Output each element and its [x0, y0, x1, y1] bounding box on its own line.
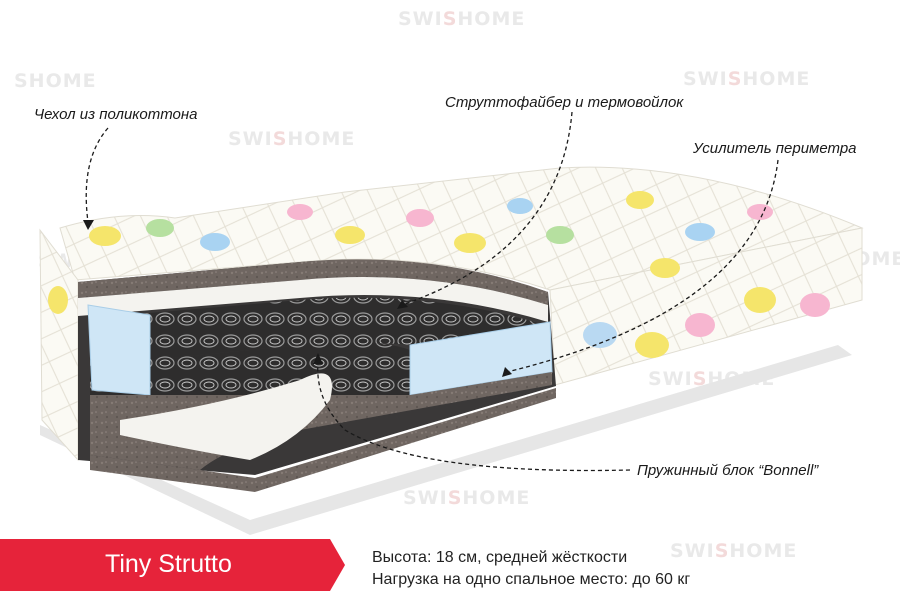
- foam-perimeter-left: [87, 304, 151, 396]
- callout-line-springs: [317, 361, 631, 472]
- label-strutto: Струттофайбер и термовойлок: [445, 94, 684, 111]
- spring-block-lower: [150, 342, 410, 395]
- product-name: Tiny Strutto: [105, 550, 232, 578]
- mattress-right-side: [549, 227, 863, 386]
- spec-height: Высота: 18 см, средней жёсткости: [372, 549, 628, 566]
- label-springs: Пружинный блок “Bonnell”: [637, 462, 819, 479]
- product-ribbon: [0, 539, 345, 591]
- felt-layer-top: [78, 259, 548, 305]
- watermark-logo: SHOME: [14, 70, 97, 92]
- label-perimeter: Усилитель периметра: [693, 140, 857, 157]
- label-cover: Чехол из поликоттона: [34, 106, 198, 123]
- strutto-layer-top: [78, 277, 548, 322]
- spec-load: Нагрузка на одно спальное место: до 60 к…: [372, 571, 691, 588]
- callout-lines: [85, 111, 779, 472]
- watermark-logo: SWISHOME: [398, 8, 526, 30]
- callout-line-cover: [85, 127, 109, 223]
- watermark-logo: SWISHOME: [403, 487, 531, 509]
- watermark-logo: SWISHOME: [670, 540, 798, 562]
- watermark-logo: SWISHOME: [228, 128, 356, 150]
- strutto-layer-bottom: [120, 373, 332, 460]
- callout-arrows: [83, 220, 512, 377]
- cover-print: [48, 191, 830, 358]
- watermark-logo: SWISHOME: [683, 68, 811, 90]
- callout-line-strutto: [401, 111, 573, 306]
- spring-block: [90, 297, 550, 395]
